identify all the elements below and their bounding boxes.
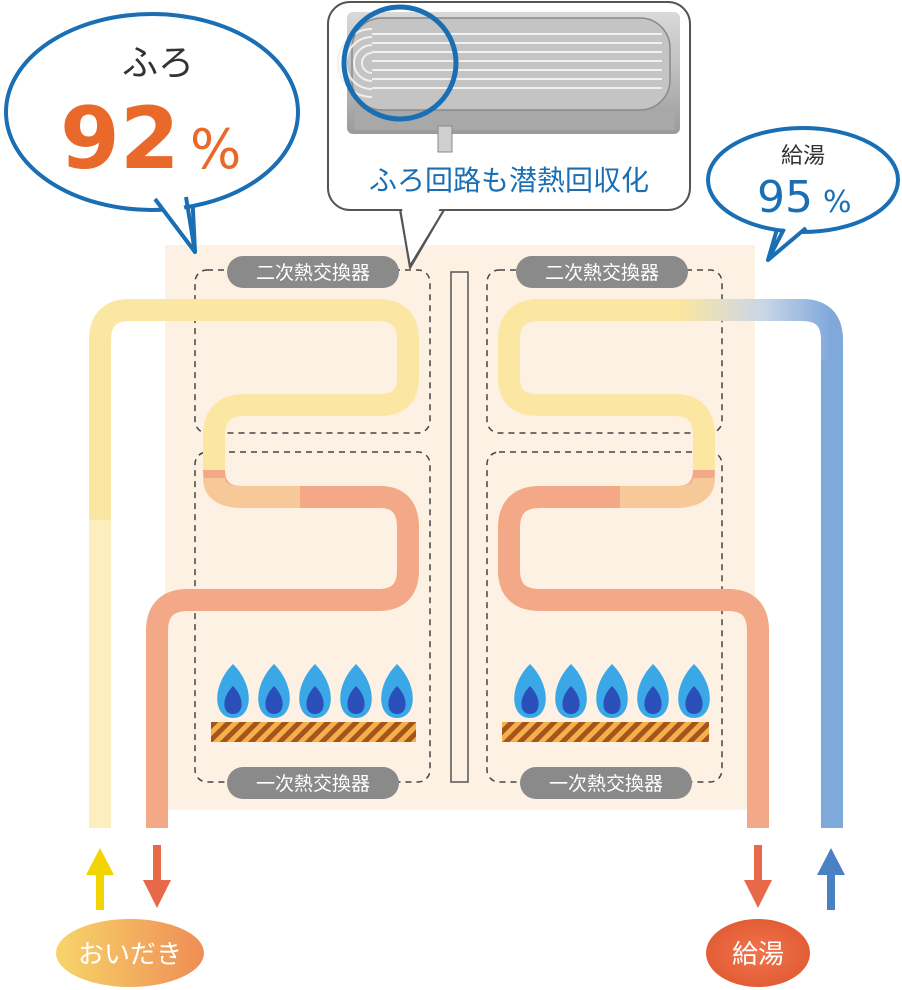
right-flame-icon xyxy=(514,664,546,718)
left-down-arrow xyxy=(143,845,171,908)
kyuto-value: 95 xyxy=(757,172,813,223)
right-flame-icon xyxy=(596,664,628,718)
right-down-arrow xyxy=(744,845,772,908)
furo-value: 92 xyxy=(60,89,180,189)
left-primary-label-pill: 一次熱交換器 xyxy=(227,767,399,799)
right-secondary-exchanger-box xyxy=(486,269,723,434)
furo-unit: % xyxy=(190,118,241,181)
right-flame-icon xyxy=(555,664,587,718)
kyuto-bubble: 給湯 xyxy=(706,919,810,987)
kyuto-callout: 給湯 95 % xyxy=(706,126,900,262)
left-secondary-label: 二次熱交換器 xyxy=(256,262,370,284)
right-flame-icon xyxy=(678,664,710,718)
right-primary-label: 一次熱交換器 xyxy=(549,773,663,795)
center-divider xyxy=(450,271,469,783)
right-up-arrow xyxy=(817,848,845,910)
right-secondary-label: 二次熱交換器 xyxy=(545,262,659,284)
right-primary-label-pill: 一次熱交換器 xyxy=(520,767,692,799)
furo-title: ふろ xyxy=(122,43,194,84)
left-secondary-label-pill: 二次熱交換器 xyxy=(227,256,399,288)
left-up-arrow xyxy=(86,848,114,910)
left-primary-exchanger-box xyxy=(194,451,431,783)
furo-callout: ふろ 92 % xyxy=(4,12,300,254)
right-burner xyxy=(502,722,709,742)
kyuto-label: 給湯 xyxy=(732,940,784,970)
right-pipe xyxy=(498,299,843,828)
left-flame-icon xyxy=(381,664,413,718)
left-flame-icon xyxy=(258,664,290,718)
left-flame-icon xyxy=(217,664,249,718)
left-secondary-exchanger-box xyxy=(194,269,431,434)
right-primary-exchanger-box xyxy=(486,451,723,783)
left-pipe xyxy=(89,299,419,828)
left-flames xyxy=(217,664,413,718)
photo-callout: ふろ回路も潜熱回収化 xyxy=(327,1,691,269)
heat-exchanger-photo xyxy=(337,4,680,153)
oidaki-label: おいだき xyxy=(78,940,182,970)
photo-caption: ふろ回路も潜熱回収化 xyxy=(369,164,649,197)
right-secondary-label-pill: 二次熱交換器 xyxy=(516,256,688,288)
right-flames xyxy=(514,664,710,718)
right-flame-icon xyxy=(637,664,669,718)
kyuto-unit: % xyxy=(823,185,852,220)
oidaki-bubble: おいだき xyxy=(56,919,204,987)
left-burner xyxy=(211,722,416,742)
left-primary-label: 一次熱交換器 xyxy=(256,773,370,795)
left-flame-icon xyxy=(340,664,372,718)
left-flame-icon xyxy=(299,664,331,718)
kyuto-title: 給湯 xyxy=(781,144,825,169)
